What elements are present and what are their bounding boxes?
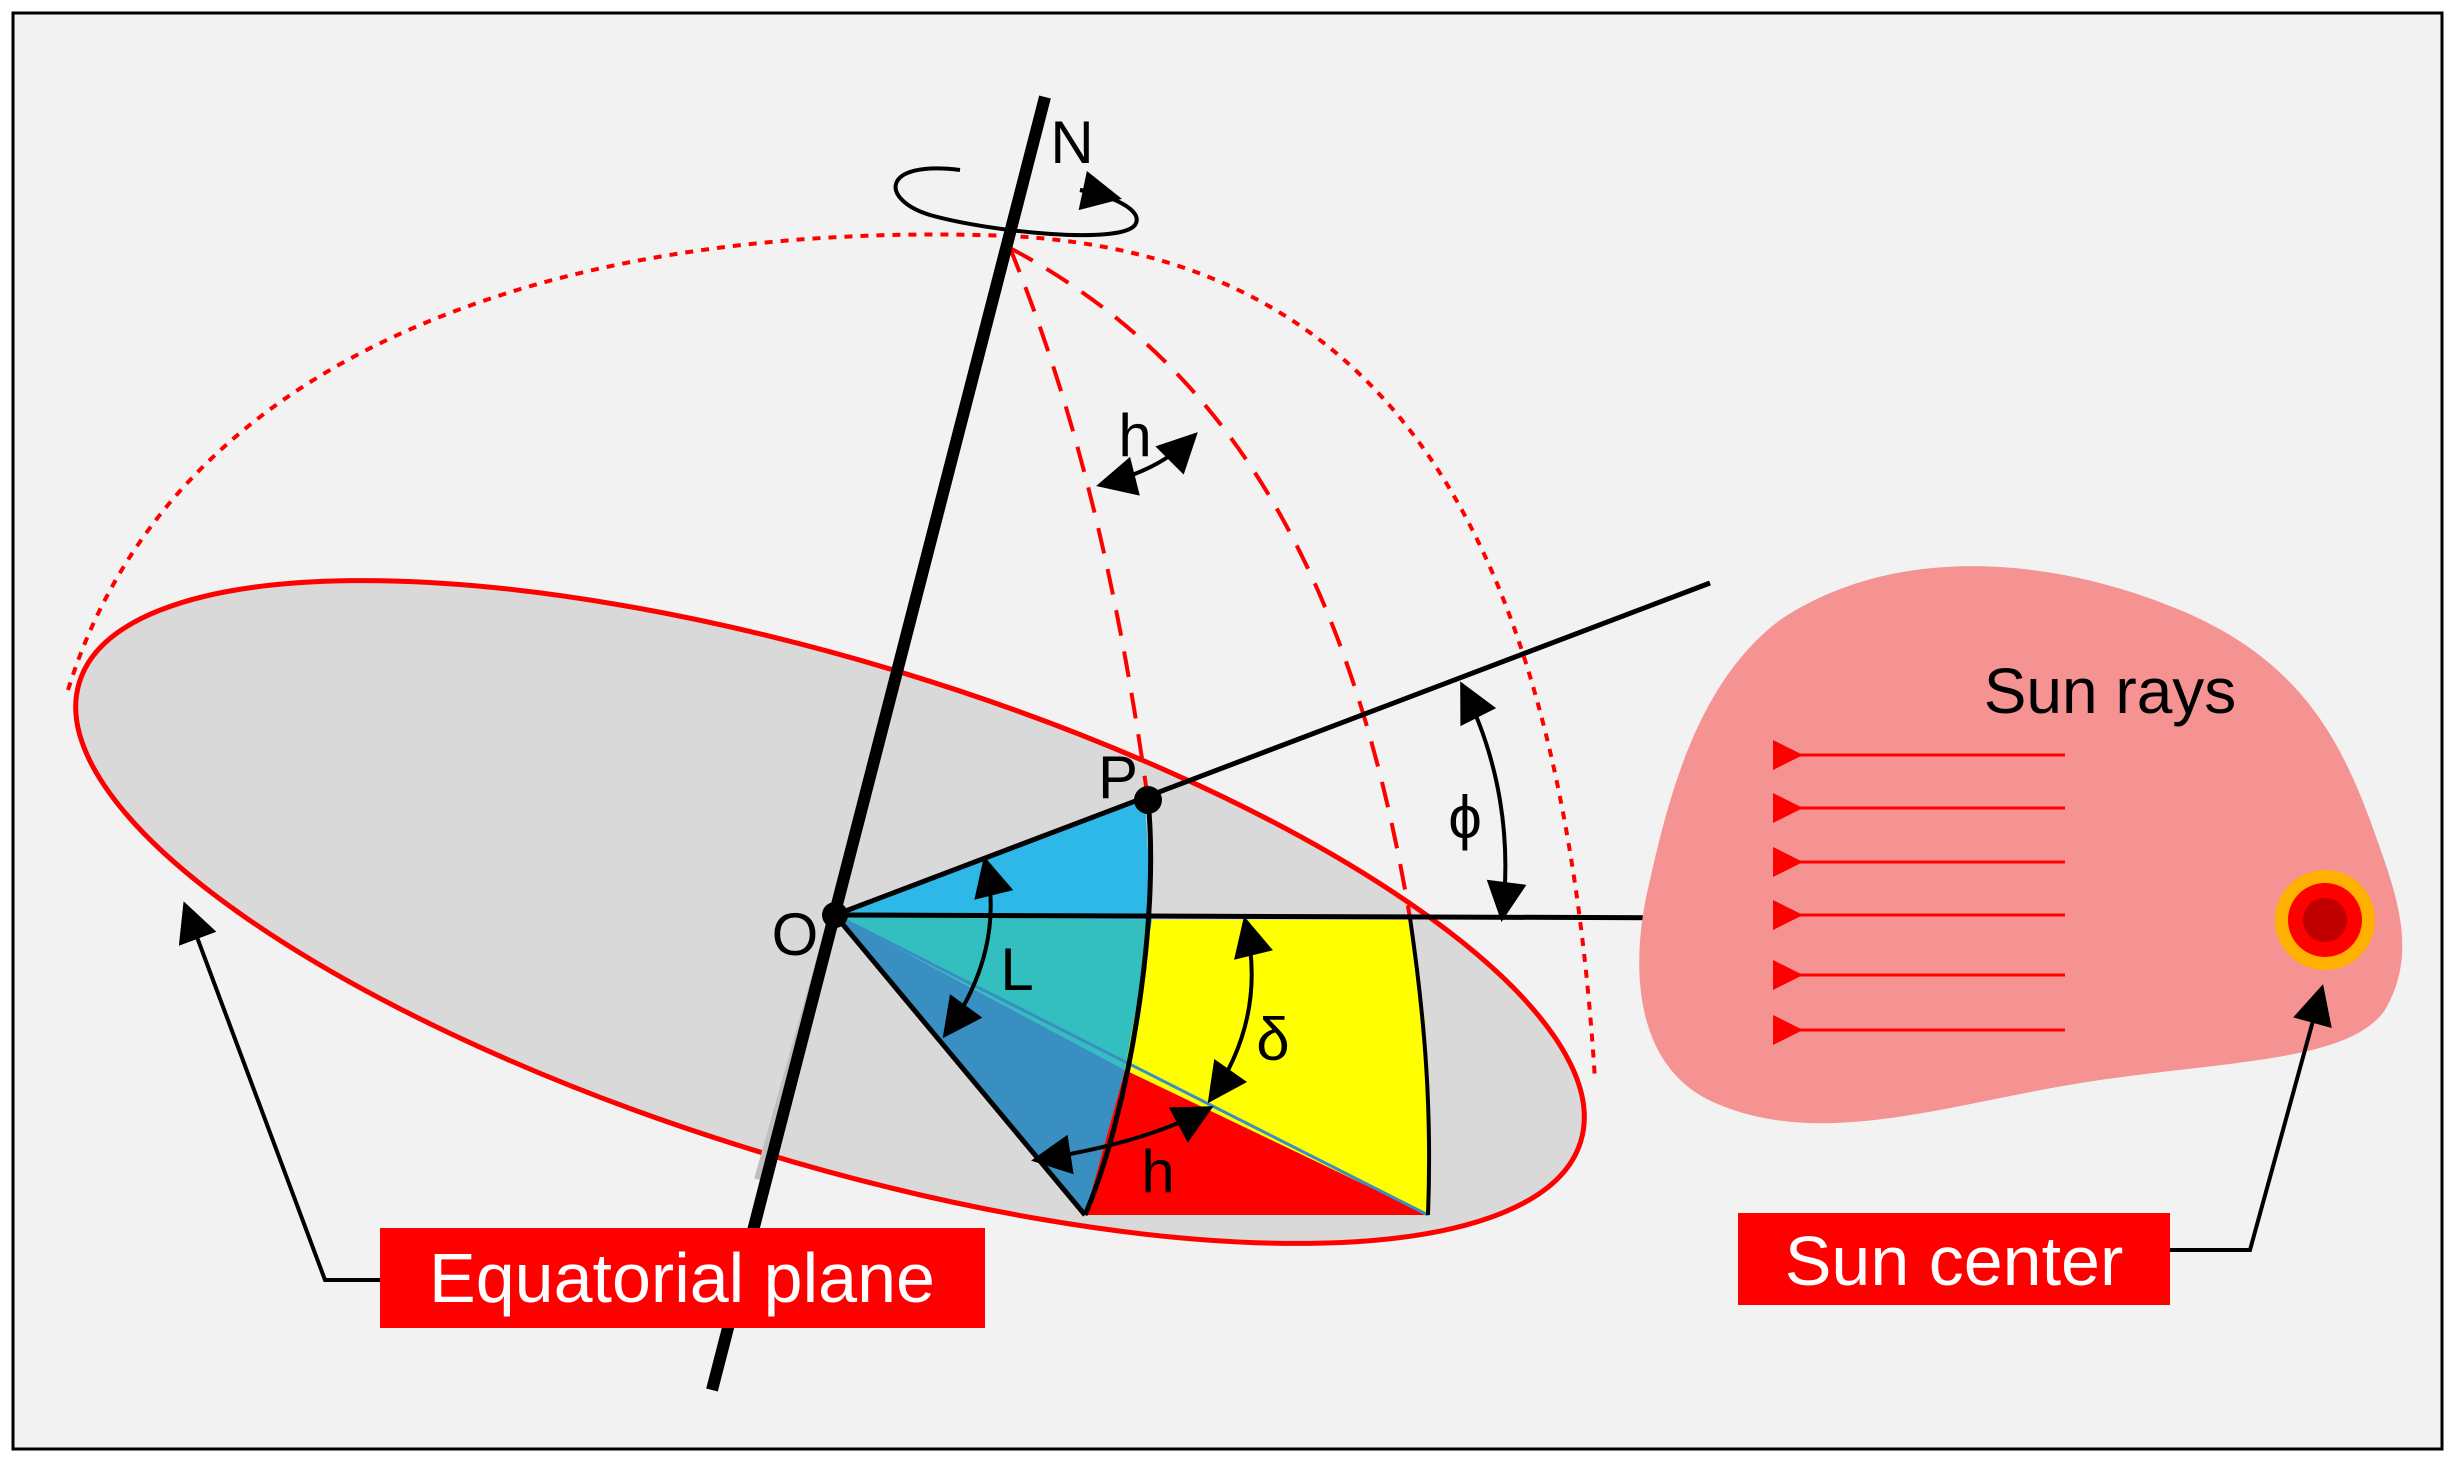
sun-rays-label: Sun rays	[1984, 655, 2237, 727]
tilt-angle-arc	[1460, 681, 1527, 922]
latitude-angle-arc	[942, 856, 1014, 1039]
hour-angle-bottom-label: h	[1141, 1138, 1174, 1205]
north-label: N	[1050, 109, 1093, 176]
equatorial-plane-leader	[178, 901, 380, 1282]
equatorial-plane-label: Equatorial plane	[429, 1239, 935, 1317]
meridian-arc-sun	[1408, 917, 1432, 1216]
point-P-label: P	[1098, 744, 1138, 811]
sector-diagonal	[834, 913, 1429, 1217]
meridian-dashed-sun	[1009, 246, 1412, 919]
sun-center-label: Sun center	[1785, 1222, 2124, 1300]
point-P	[1134, 786, 1162, 814]
rotation-ellipse	[893, 166, 1139, 238]
origin-label: O	[772, 901, 819, 968]
sun-rays-region	[1639, 566, 2403, 1124]
rotation-arrow	[1078, 171, 1122, 211]
declination-label: δ	[1256, 1006, 1289, 1073]
hour-angle-arc-top	[1096, 432, 1198, 496]
latitude-label: L	[1000, 936, 1033, 1003]
declination-angle-arc	[1207, 916, 1273, 1104]
declination-sector	[1125, 920, 1428, 1215]
hour-angle-arc-bottom	[1031, 1106, 1214, 1175]
origin-point	[822, 902, 848, 928]
polar-axis	[706, 95, 1051, 1392]
sun-center-label-box	[1738, 1213, 2170, 1305]
sun-ray-arrows	[1773, 740, 2065, 1045]
equatorial-plane-label-box	[380, 1228, 985, 1328]
hour-angle-top-label: h	[1118, 402, 1151, 469]
meridian-dashed-P	[1008, 247, 1150, 801]
sun-core	[2303, 898, 2347, 942]
tilt-label: ϕ	[1448, 784, 1482, 851]
sun-center-leader	[2170, 984, 2332, 1252]
